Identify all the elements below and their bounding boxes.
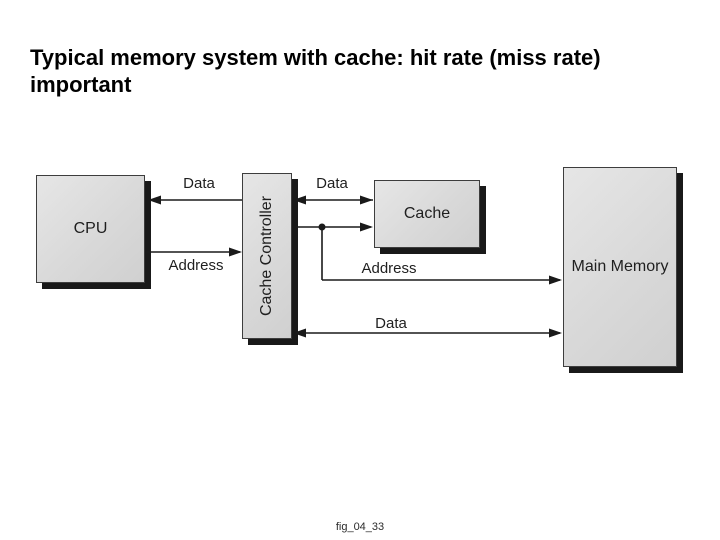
figure-caption: fig_04_33 [335,521,385,533]
main-memory-address-label: Address [361,260,417,277]
main-memory-address-arrowhead [549,275,562,285]
cache-controller-label: Cache Controller [258,195,275,317]
cache-label: Cache [403,205,451,222]
cpu-data-arrowhead [148,195,161,205]
cpu-address-label: Address [168,257,224,274]
cpu-address-arrowhead [229,247,242,257]
title-line-2: important [30,72,132,97]
address-junction-dot [318,223,326,231]
main-memory-label: Main Memory [571,258,669,275]
cpu-data-label: Data [183,175,215,192]
cache-data-arrowhead-right [360,195,373,205]
cache-data-label: Data [316,175,348,192]
cache-box: Cache [374,180,480,248]
main-memory-data-label: Data [375,315,407,332]
main-memory-box: Main Memory [563,167,677,367]
slide-title: Typical memory system with cache: hit ra… [30,44,670,98]
cpu-label: CPU [73,220,108,237]
cpu-box: CPU [36,175,145,283]
title-line-1: Typical memory system with cache: hit ra… [30,45,601,70]
cache-controller-box: Cache Controller [242,173,292,339]
main-memory-data-arrowhead-right [549,328,562,338]
cache-data-arrowhead-left [293,195,306,205]
main-memory-data-arrowhead-left [293,328,306,338]
cache-address-arrowhead [360,222,373,232]
